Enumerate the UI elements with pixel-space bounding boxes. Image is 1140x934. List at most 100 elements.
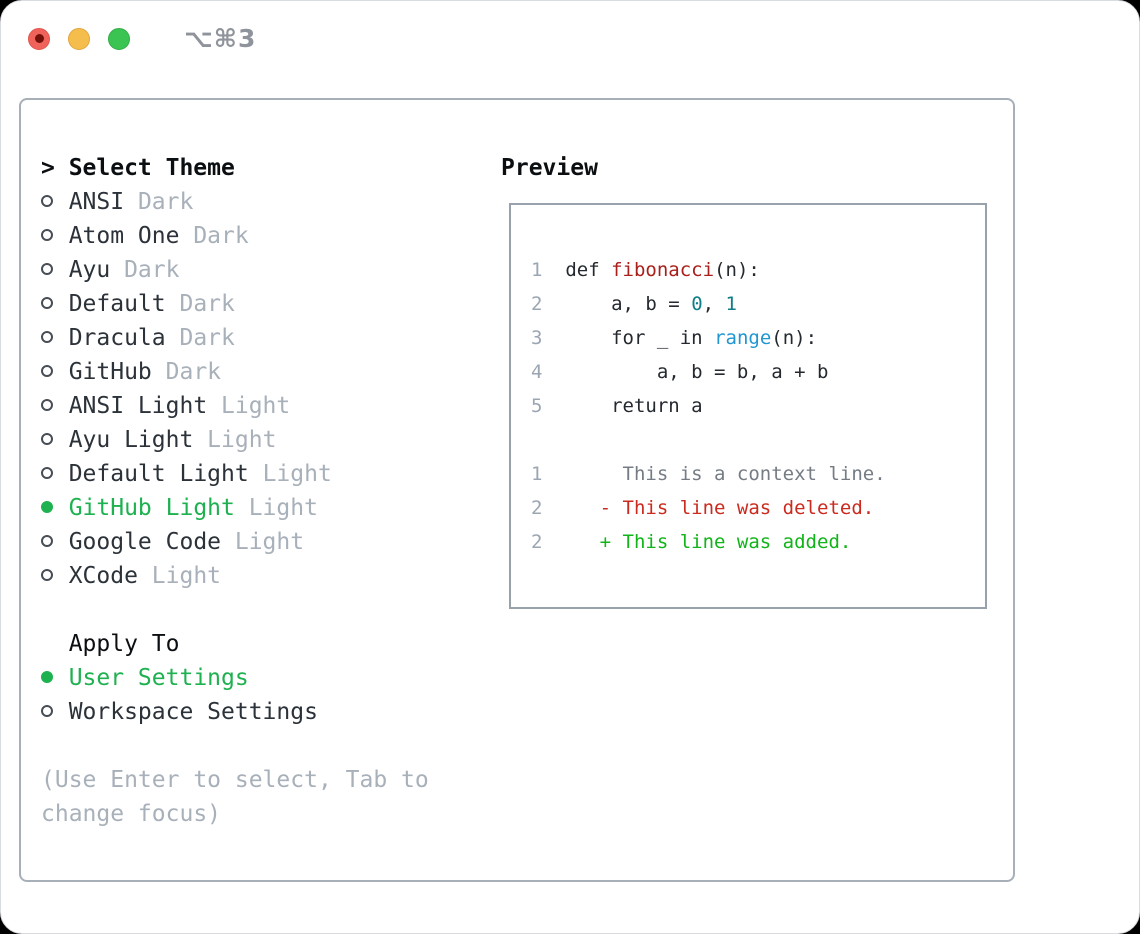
preview-title: Preview — [501, 155, 598, 181]
option-variant-label: Light — [221, 529, 305, 555]
option-label: Ayu Light — [54, 427, 194, 453]
radio-icon — [41, 185, 55, 219]
radio-icon — [41, 253, 55, 287]
option-variant-label: Dark — [124, 189, 194, 215]
code-line: 3 for _ in range(n): — [531, 321, 985, 355]
radio-icon — [41, 355, 55, 389]
minimize-button[interactable] — [68, 27, 90, 50]
close-button[interactable] — [28, 27, 50, 50]
radio-icon — [41, 287, 55, 321]
option-variant-label: Dark — [165, 291, 235, 317]
option-label: Ayu — [54, 257, 111, 283]
option-variant-label: Light — [248, 461, 332, 487]
option-variant-label: Light — [193, 427, 277, 453]
code-segment: , — [702, 293, 726, 315]
theme-option[interactable]: Dracula Dark — [41, 321, 501, 355]
option-variant-label: Light — [207, 393, 291, 419]
option-label: XCode — [54, 563, 138, 589]
radio-icon — [41, 695, 55, 729]
help-text: change focus) — [41, 801, 222, 827]
line-number: 3 — [531, 327, 543, 349]
line-number: 1 — [531, 463, 543, 485]
option-label: Default — [54, 291, 166, 317]
code-line: 5 return a — [531, 389, 985, 423]
line-number: 2 — [531, 497, 543, 519]
option-label: ANSI — [54, 189, 125, 215]
option-label: Google Code — [54, 529, 222, 555]
option-variant-label: Dark — [151, 359, 222, 385]
option-label: Workspace Settings — [54, 699, 318, 725]
option-label: Dracula — [54, 325, 166, 351]
code-segment: fibonacci — [611, 259, 715, 281]
theme-option[interactable]: ANSI Dark — [41, 185, 501, 219]
radio-icon — [41, 389, 55, 423]
option-variant-label: Dark — [165, 325, 235, 351]
line-number: 2 — [531, 293, 543, 315]
theme-option[interactable]: GitHub Light Light — [41, 491, 501, 525]
code-segment: (n): — [714, 259, 760, 281]
theme-option[interactable]: Ayu Dark — [41, 253, 501, 287]
cursor-prompt-icon: > — [41, 155, 55, 181]
option-variant-label: Dark — [179, 223, 249, 249]
apply-option[interactable]: User Settings — [41, 661, 501, 695]
apply-option[interactable]: Workspace Settings — [41, 695, 501, 729]
code-line: 1 This is a context line. — [531, 457, 985, 491]
theme-list-header: > Select Theme — [41, 151, 501, 185]
code-segment: - This line was deleted. — [565, 497, 875, 519]
preview-column: Preview 1 def fibonacci(n):2 a, b = 0, 1… — [501, 151, 1013, 831]
radio-icon — [41, 525, 55, 559]
radio-icon — [41, 321, 55, 355]
code-line: 2 + This line was added. — [531, 525, 985, 559]
code-segment: range — [714, 327, 772, 349]
option-variant-label: Light — [234, 495, 318, 521]
help-text: (Use Enter to select, Tab to — [41, 767, 429, 793]
theme-option[interactable]: ANSI Light Light — [41, 389, 501, 423]
spacer — [41, 593, 501, 627]
code-line: 1 def fibonacci(n): — [531, 253, 985, 287]
theme-option[interactable]: Default Dark — [41, 287, 501, 321]
code-segment: (n): — [771, 327, 818, 349]
blank-line — [531, 423, 985, 457]
zoom-button[interactable] — [108, 27, 130, 50]
theme-option[interactable]: Default Light Light — [41, 457, 501, 491]
code-segment: 1 — [725, 293, 737, 315]
radio-selected-icon — [41, 661, 55, 695]
option-label: GitHub — [54, 359, 152, 385]
theme-option[interactable]: Google Code Light — [41, 525, 501, 559]
radio-icon — [41, 423, 55, 457]
line-number: 2 — [531, 531, 543, 553]
theme-option[interactable]: GitHub Dark — [41, 355, 501, 389]
code-segment: return a — [565, 395, 703, 417]
code-segment: a, b = — [565, 293, 692, 315]
theme-option[interactable]: Atom One Dark — [41, 219, 501, 253]
code-line: 4 a, b = b, a + b — [531, 355, 985, 389]
line-number: 5 — [531, 395, 543, 417]
radio-icon — [41, 559, 55, 593]
code-segment: 0 — [691, 293, 703, 315]
theme-option[interactable]: XCode Light — [41, 559, 501, 593]
code-line: 2 a, b = 0, 1 — [531, 287, 985, 321]
close-dot-icon — [34, 34, 44, 43]
theme-dialog: > Select Theme ANSI Dark Atom One Dark Ay… — [19, 98, 1015, 882]
theme-list-title: Select Theme — [68, 155, 235, 181]
option-label: ANSI Light — [54, 393, 208, 419]
option-variant-label: Dark — [110, 257, 180, 283]
code-segment: This is a context line. — [565, 463, 886, 485]
code-segment: for _ in — [565, 327, 715, 349]
code-segment: def — [565, 259, 612, 281]
radio-icon — [41, 219, 55, 253]
option-label: GitHub Light — [54, 495, 235, 521]
titlebar: ⌥⌘3 — [1, 1, 1139, 76]
apply-to-header: Apply To — [68, 631, 180, 657]
line-number: 4 — [531, 361, 543, 383]
option-variant-label: Light — [137, 563, 222, 589]
option-label: Default Light — [54, 461, 249, 487]
code-segment: + This line was added. — [565, 531, 852, 553]
theme-option[interactable]: Ayu Light Light — [41, 423, 501, 457]
line-number: 1 — [531, 259, 543, 281]
code-line: 2 - This line was deleted. — [531, 491, 985, 525]
option-label: Atom One — [54, 223, 180, 249]
spacer — [41, 729, 501, 763]
